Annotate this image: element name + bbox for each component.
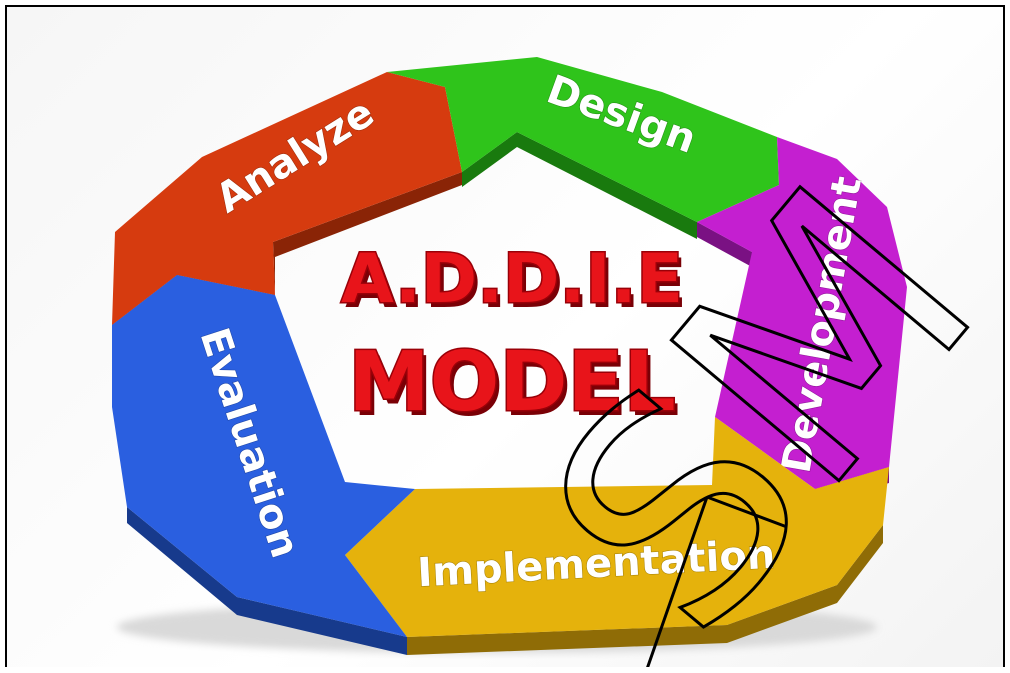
segment-evaluation: Evaluation (112, 275, 415, 655)
segment-development: Development (697, 137, 907, 505)
segment-design-shape (387, 57, 779, 222)
addie-cycle-diagram: Analyze Design Development Implementatio… (112, 57, 1003, 667)
watermark-stroke-2 (706, 495, 788, 529)
segment-analyze-shape (112, 72, 462, 325)
title-line2: MODEL (348, 335, 676, 430)
segment-evaluation-side (127, 507, 407, 655)
title-line1: A.D.D.I.E (341, 240, 683, 319)
segment-implementation: Implementation (345, 417, 889, 655)
segment-evaluation-shape (112, 275, 415, 637)
diagram-frame: Analyze Design Development Implementatio… (5, 5, 1005, 667)
center-title: A.D.D.I.E A.D.D.I.E MODEL MODEL (340, 239, 687, 436)
title-line2-shadow: MODEL (352, 340, 680, 435)
segment-implementation-shape (345, 417, 889, 637)
segment-development-side (697, 222, 752, 267)
title-line1-shadow: A.D.D.I.E (345, 245, 687, 324)
segment-analyze-side (112, 172, 462, 342)
segment-development-shape (697, 137, 907, 489)
segment-design: Design (387, 57, 779, 239)
segment-implementation-side (407, 525, 883, 655)
watermark-stroke-1 (646, 496, 709, 667)
